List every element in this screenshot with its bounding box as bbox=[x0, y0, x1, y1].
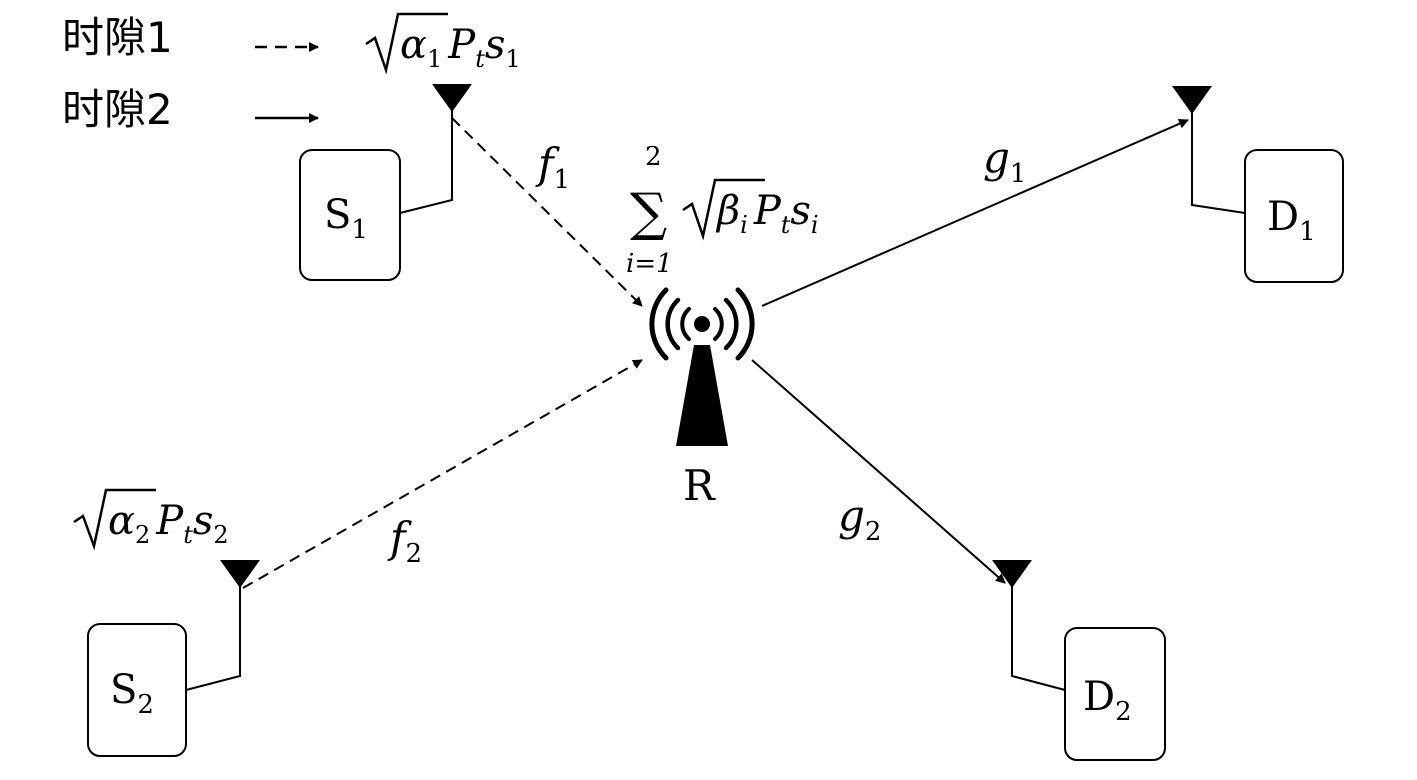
channel-g1-label: g1 bbox=[983, 133, 1026, 189]
node-s2: S2 bbox=[87, 560, 260, 757]
antenna-icon-s2 bbox=[220, 560, 260, 588]
antenna-icon-d2 bbox=[992, 560, 1032, 588]
link-s2-relay bbox=[242, 359, 643, 589]
node-d2-label: D2 bbox=[1083, 674, 1132, 727]
antenna-icon-s1 bbox=[432, 84, 472, 112]
link-s1-relay bbox=[451, 117, 643, 307]
channel-f1-label: f1 bbox=[535, 139, 570, 195]
sqrt-sign bbox=[682, 178, 765, 241]
sum-sign: ∑ bbox=[630, 183, 667, 243]
antenna-feed-d1 bbox=[1191, 112, 1246, 214]
relay-waves bbox=[649, 287, 755, 361]
legend: 时隙1 时隙2 bbox=[62, 13, 319, 134]
antenna-feed-d2 bbox=[1011, 586, 1066, 691]
antenna-feed-s1 bbox=[399, 110, 453, 214]
legend-slot2-label: 时隙2 bbox=[62, 85, 173, 134]
channel-f2-label: f2 bbox=[387, 513, 422, 569]
antenna-icon-d1 bbox=[1172, 86, 1212, 114]
device-box-d2 bbox=[1064, 627, 1166, 761]
sum-upper-limit: 2 bbox=[645, 142, 662, 172]
link-relay-d2 bbox=[751, 359, 1006, 584]
channel-g2-label: g2 bbox=[838, 491, 881, 547]
sum-lower-limit: i=1 bbox=[626, 249, 673, 279]
links bbox=[242, 117, 1189, 589]
sqrt-sign bbox=[73, 488, 156, 551]
relay-tower bbox=[676, 345, 728, 446]
antenna-feed-s2 bbox=[185, 586, 241, 691]
device-box-d1 bbox=[1244, 149, 1344, 283]
device-box-s1 bbox=[299, 149, 401, 281]
node-s1-label: S1 bbox=[324, 192, 368, 245]
node-d2: D2 bbox=[992, 560, 1166, 761]
node-s1: S1 bbox=[299, 84, 472, 281]
relay-label: R bbox=[683, 461, 716, 510]
legend-slot1-label: 时隙1 bbox=[62, 13, 173, 62]
sqrt-sign bbox=[365, 12, 448, 75]
relay-antenna-tip bbox=[694, 316, 710, 332]
node-d1-label: D1 bbox=[1267, 194, 1316, 247]
link-relay-d1 bbox=[761, 119, 1189, 307]
node-d1: D1 bbox=[1172, 86, 1344, 283]
relay-antenna-icon: R bbox=[649, 287, 755, 510]
node-s2-label: S2 bbox=[110, 667, 154, 720]
